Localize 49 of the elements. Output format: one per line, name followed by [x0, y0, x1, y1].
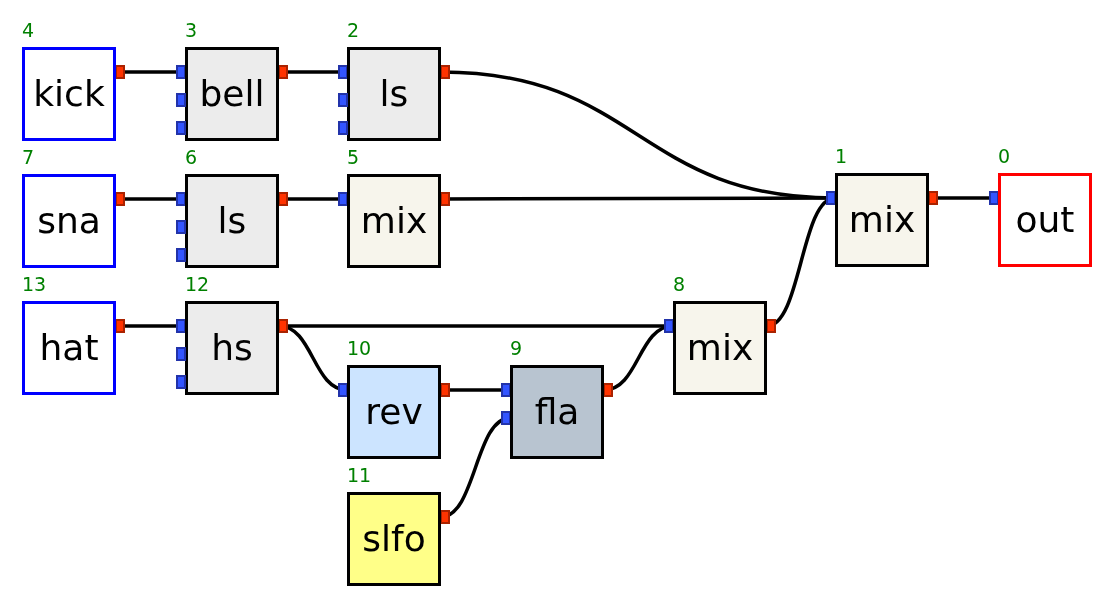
node-number: 4 — [22, 21, 35, 40]
node-number: 9 — [510, 339, 523, 358]
module-box — [185, 174, 279, 268]
module-label: kick — [33, 76, 105, 112]
module-box — [510, 365, 604, 459]
module-label: sna — [37, 203, 101, 239]
module-label: slfo — [362, 521, 426, 557]
module-box — [347, 492, 441, 586]
module-label: ls — [217, 203, 247, 239]
module-box — [185, 47, 279, 141]
module-box — [22, 174, 116, 268]
module-label: ls — [379, 76, 409, 112]
connection-wire — [278, 65, 348, 79]
node-number: 1 — [835, 147, 848, 166]
module-label: out — [1015, 202, 1075, 238]
connection-wire — [928, 191, 999, 205]
connection-wire — [115, 319, 186, 333]
module-label: rev — [365, 394, 423, 430]
connection-wire — [115, 65, 186, 79]
node-number: 11 — [347, 466, 372, 485]
node-number: 0 — [998, 147, 1011, 166]
module-box — [347, 174, 441, 268]
module-box — [347, 47, 441, 141]
module-box — [347, 365, 441, 459]
module-label: mix — [848, 202, 916, 238]
module-label: fla — [534, 394, 580, 430]
node-number: 12 — [185, 275, 210, 294]
node-number: 10 — [347, 339, 372, 358]
node-number: 5 — [347, 148, 360, 167]
module-box — [22, 301, 116, 395]
node-number: 8 — [673, 275, 686, 294]
node-number: 6 — [185, 148, 198, 167]
node-number: 13 — [22, 275, 47, 294]
module-box — [22, 47, 116, 141]
connection-wire — [115, 192, 186, 206]
module-box — [998, 173, 1092, 267]
module-box — [835, 173, 929, 267]
connection-wire — [440, 383, 511, 397]
node-number: 3 — [185, 21, 198, 40]
module-box — [185, 301, 279, 395]
connection-wire — [278, 192, 348, 206]
node-number: 7 — [22, 148, 35, 167]
module-label: hat — [39, 330, 99, 366]
module-label: mix — [360, 203, 428, 239]
module-label: bell — [199, 76, 265, 112]
node-number: 2 — [347, 21, 360, 40]
module-label: hs — [211, 330, 253, 366]
module-box — [673, 301, 767, 395]
module-label: mix — [686, 330, 754, 366]
